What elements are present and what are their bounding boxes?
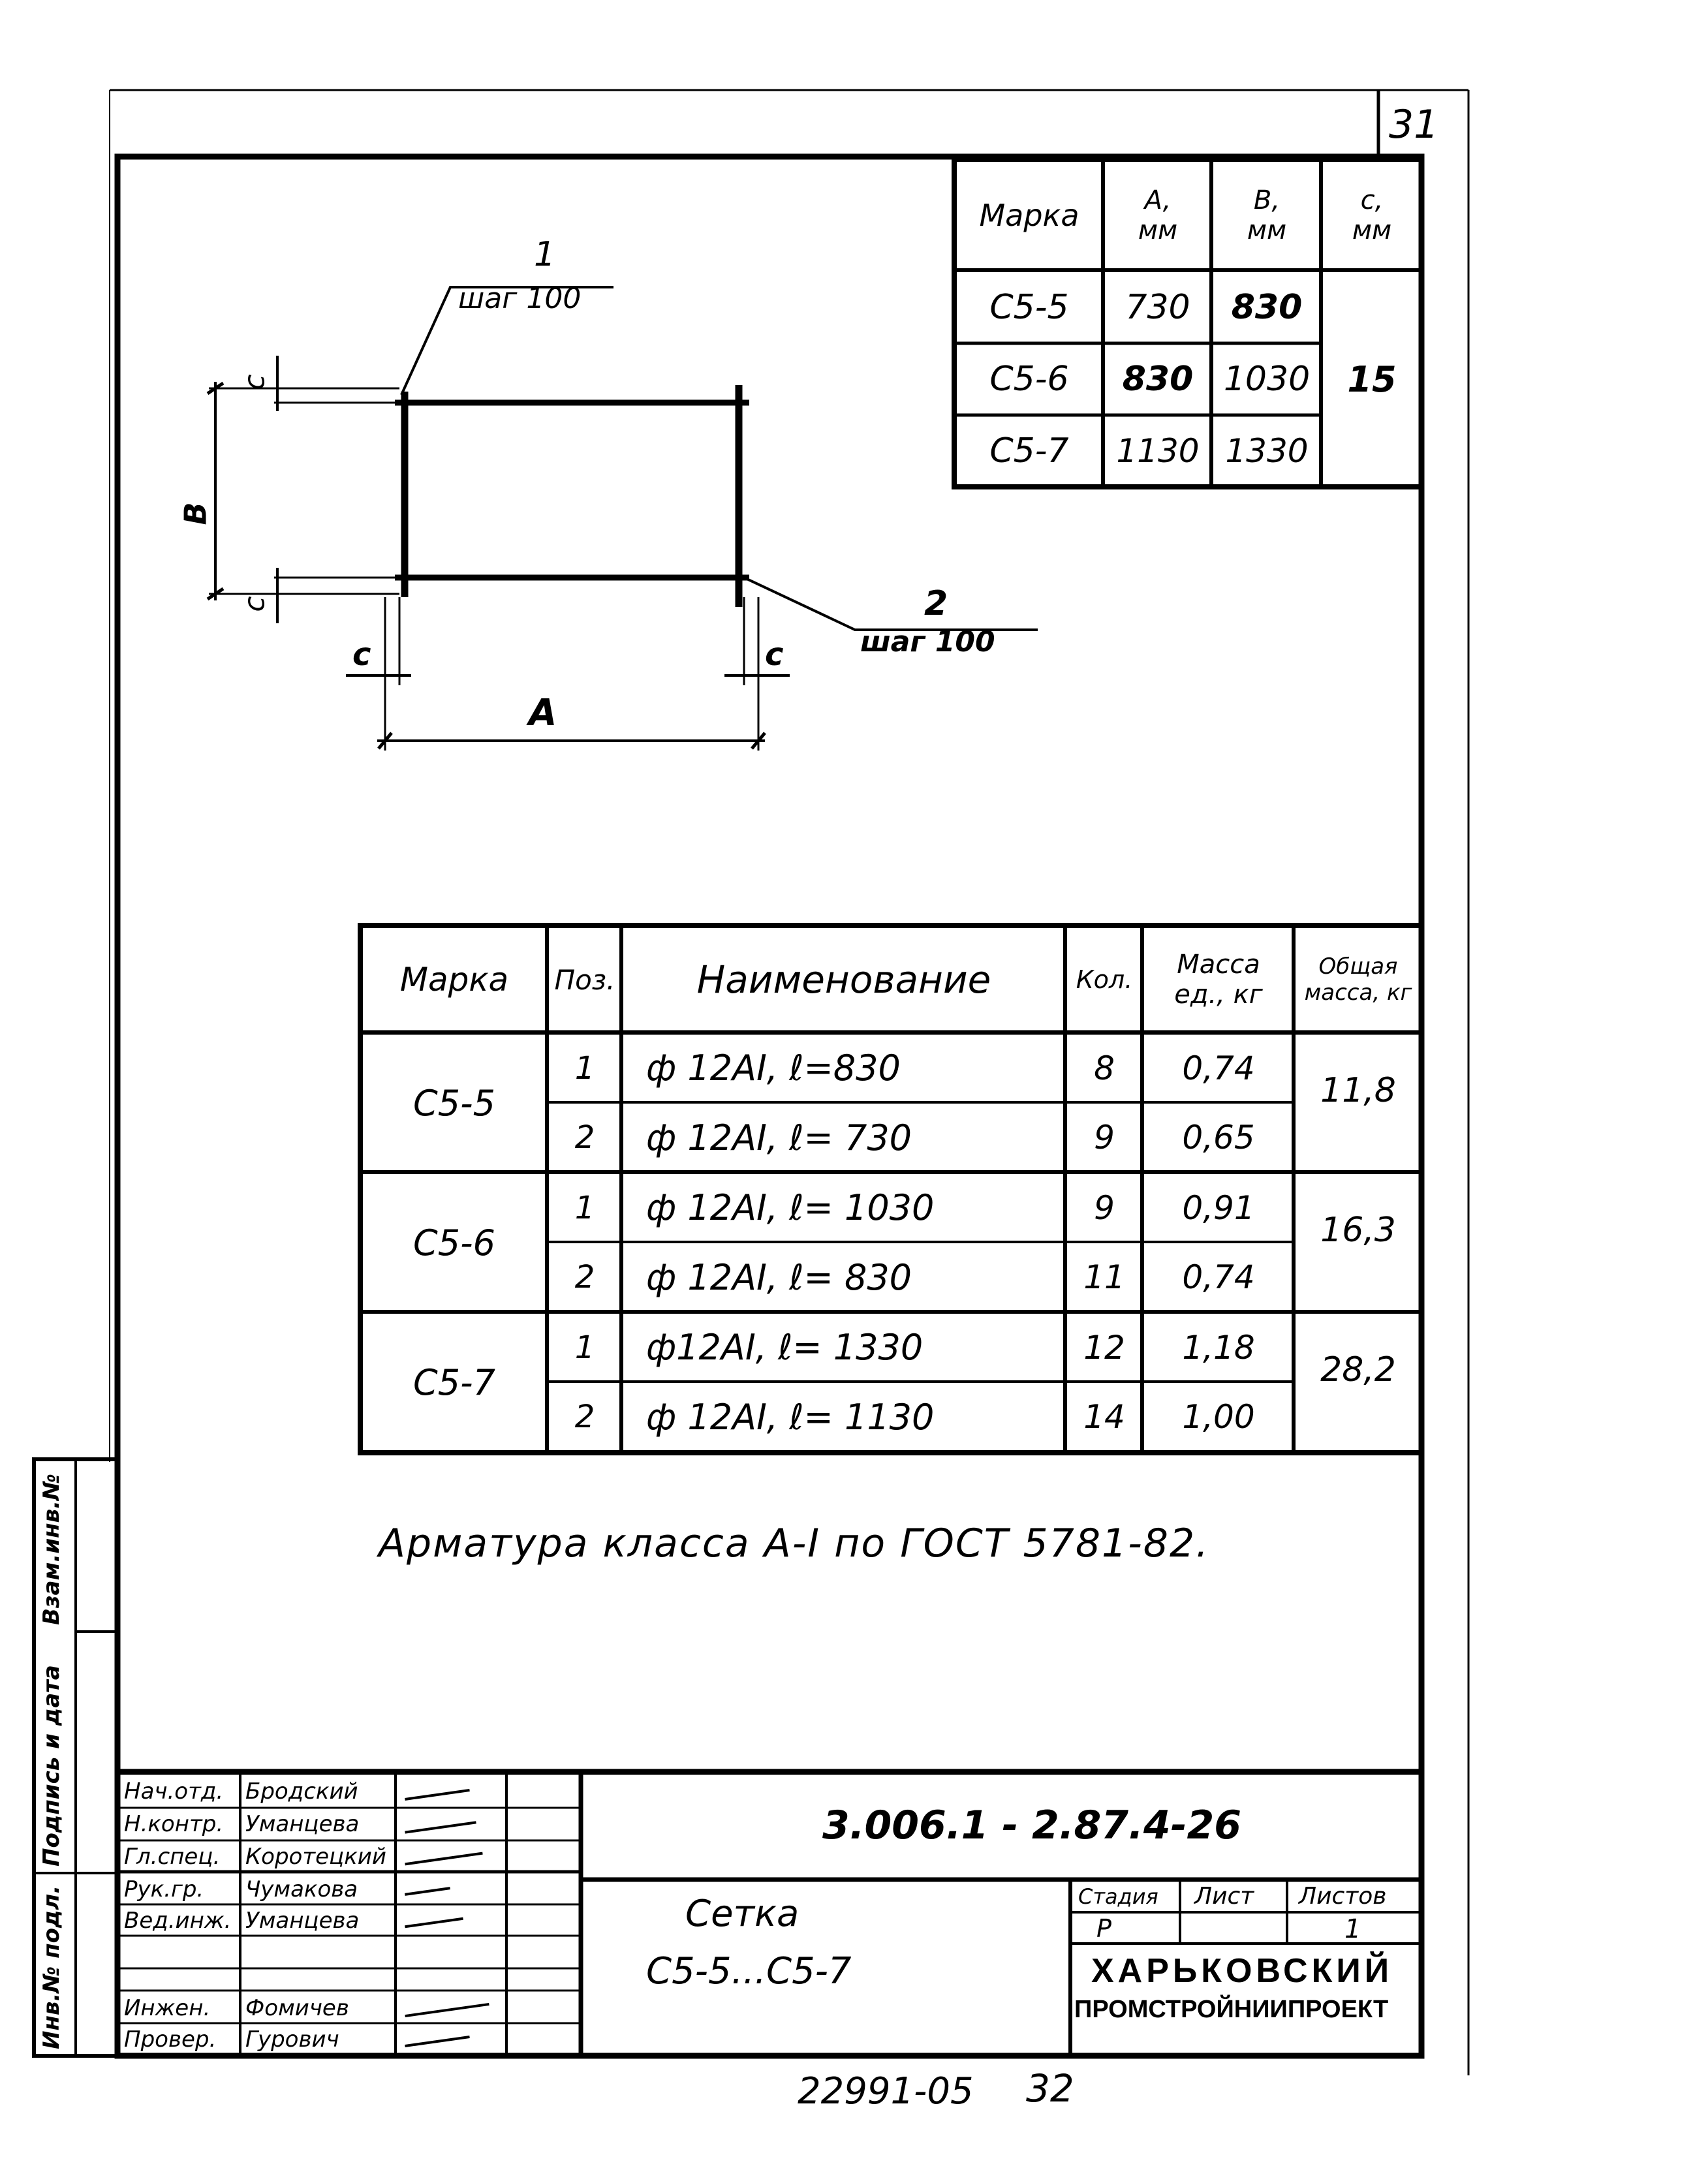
person-name: Чумакова: [245, 1876, 358, 1902]
spec-group-total: 11,8: [1320, 1071, 1396, 1110]
spec-group-mark: С5-7: [413, 1361, 495, 1403]
spec-header-unit-mass: Масса ед., кг: [1174, 950, 1263, 1010]
spec-row-mass: 0,91: [1182, 1188, 1255, 1227]
spec-row-qty: 9: [1094, 1119, 1115, 1156]
dim-c-bottom-label: c: [238, 596, 272, 612]
sheet-number: 31: [1389, 102, 1439, 147]
spec-header-name: Наименование: [696, 957, 991, 1002]
person-name: Коротецкий: [245, 1844, 386, 1870]
spec-row-pos: 1: [574, 1189, 595, 1226]
spec-row-mass: 0,65: [1182, 1119, 1255, 1156]
spec-row-name: ф 12АI, ℓ= 1030: [646, 1187, 935, 1228]
title-line-1: Сетка: [685, 1893, 800, 1935]
spec-row-name: ф 12АI, ℓ= 1130: [646, 1396, 935, 1438]
bar2-label: 2: [924, 584, 948, 623]
sheets-label: Листов: [1299, 1883, 1387, 1910]
person-role: Инжен.: [124, 1995, 211, 2021]
dim-c-top-label: c: [238, 374, 272, 390]
spec-row-pos: 2: [574, 1119, 595, 1156]
dims-row-b: 830: [1231, 288, 1303, 327]
dims-row-mark: С5-6: [989, 360, 1069, 399]
bar1-step-label: шаг 100: [458, 282, 582, 315]
dims-row-b: 1330: [1225, 432, 1309, 470]
dims-row-mark: С5-5: [989, 288, 1069, 327]
side-stamp-replacement: Взам.инв.№: [39, 1474, 65, 1625]
spec-row-qty: 14: [1083, 1398, 1125, 1436]
spec-group-mark: С5-6: [413, 1222, 495, 1263]
spec-group-total: 28,2: [1320, 1350, 1396, 1389]
bar2-step-label: шаг 100: [860, 625, 995, 659]
spec-header-pos: Поз.: [554, 963, 615, 996]
person-role: Провер.: [124, 2026, 217, 2053]
person-role: Вед.инж.: [124, 1908, 232, 1934]
spec-row-name: ф12АI, ℓ= 1330: [646, 1327, 924, 1368]
spec-row-pos: 1: [574, 1329, 595, 1366]
stage-value: Р: [1096, 1914, 1111, 1943]
spec-row-qty: 12: [1083, 1328, 1125, 1367]
spec-row-name: ф 12АI, ℓ=830: [646, 1047, 901, 1089]
mesh-drawing: [206, 286, 1038, 751]
dim-c-left-label: c: [352, 636, 371, 673]
dims-row-b: 1030: [1223, 360, 1311, 399]
dims-row-mark: С5-7: [989, 431, 1069, 471]
spec-header-total-mass: Общая масса, кг: [1304, 953, 1412, 1006]
spec-table-grid: [358, 923, 1424, 1455]
spec-row-pos: 1: [574, 1049, 595, 1087]
spec-row-qty: 8: [1094, 1049, 1115, 1087]
org-line-2: ПРОМСТРОЙНИИПРОЕКТ: [1074, 1996, 1389, 2023]
dim-c-right-label: c: [765, 636, 784, 673]
dims-row-a: 730: [1125, 288, 1190, 327]
person-role: Рук.гр.: [124, 1876, 204, 1902]
sheet-label: Лист: [1194, 1883, 1254, 1910]
side-stamp-signature-date: Подпись и дата: [39, 1665, 65, 1867]
person-role: Нач.отд.: [124, 1778, 224, 1805]
side-stamp-grid: [32, 1457, 119, 2058]
spec-header-qty: Кол.: [1076, 965, 1133, 994]
inventory-number: 22991-05: [798, 2070, 974, 2113]
org-line-1: ХАРЬКОВСКИЙ: [1091, 1952, 1393, 1990]
dim-b-label: B: [178, 502, 213, 525]
spec-group-total: 16,3: [1320, 1211, 1396, 1250]
dim-a-label: A: [529, 692, 557, 734]
doc-code: 3.006.1 - 2.87.4-26: [822, 1803, 1241, 1848]
dims-header-a: A, мм: [1138, 185, 1178, 245]
spec-header-mark: Марка: [399, 961, 509, 999]
spec-row-name: ф 12АI, ℓ= 830: [646, 1256, 912, 1298]
title-block-grid: [117, 1769, 1421, 2056]
person-name: Бродский: [245, 1778, 358, 1805]
dims-table-grid: [952, 157, 1424, 489]
spec-row-mass: 0,74: [1182, 1049, 1255, 1087]
sheets-value: 1: [1344, 1914, 1361, 1944]
dims-row-a: 830: [1122, 360, 1194, 399]
person-name: Уманцева: [245, 1908, 360, 1934]
person-role: Гл.спец.: [124, 1844, 221, 1870]
person-role: Н.контр.: [124, 1811, 224, 1837]
stage-label: Стадия: [1078, 1884, 1158, 1909]
person-name: Уманцева: [245, 1811, 360, 1837]
spec-row-mass: 1,18: [1182, 1328, 1255, 1367]
spec-row-pos: 2: [574, 1259, 595, 1295]
reinforcement-note: Арматура класса А-I по ГОСТ 5781-82.: [379, 1521, 1210, 1566]
page-number: 32: [1026, 2066, 1074, 2111]
spec-row-qty: 9: [1094, 1188, 1115, 1227]
spec-row-name: ф 12АI, ℓ= 730: [646, 1117, 912, 1158]
bar1-label: 1: [534, 235, 556, 274]
dims-row-a: 1130: [1116, 432, 1200, 470]
spec-group-mark: С5-5: [413, 1082, 495, 1124]
dims-c-value: 15: [1347, 358, 1397, 400]
dims-header-mark: Марка: [979, 198, 1079, 233]
dims-header-b: B, мм: [1247, 185, 1287, 245]
spec-row-pos: 2: [574, 1399, 595, 1435]
spec-row-mass: 1,00: [1182, 1398, 1255, 1436]
side-stamp-original-inventory: Инв.№ подл.: [39, 1885, 65, 2049]
title-line-2: С5-5...С5-7: [646, 1950, 852, 1992]
person-name: Гурович: [245, 2026, 339, 2053]
spec-row-qty: 11: [1083, 1258, 1125, 1296]
spec-row-mass: 0,74: [1182, 1258, 1255, 1296]
person-name: Фомичев: [245, 1995, 349, 2021]
dims-header-c: c, мм: [1352, 185, 1392, 245]
